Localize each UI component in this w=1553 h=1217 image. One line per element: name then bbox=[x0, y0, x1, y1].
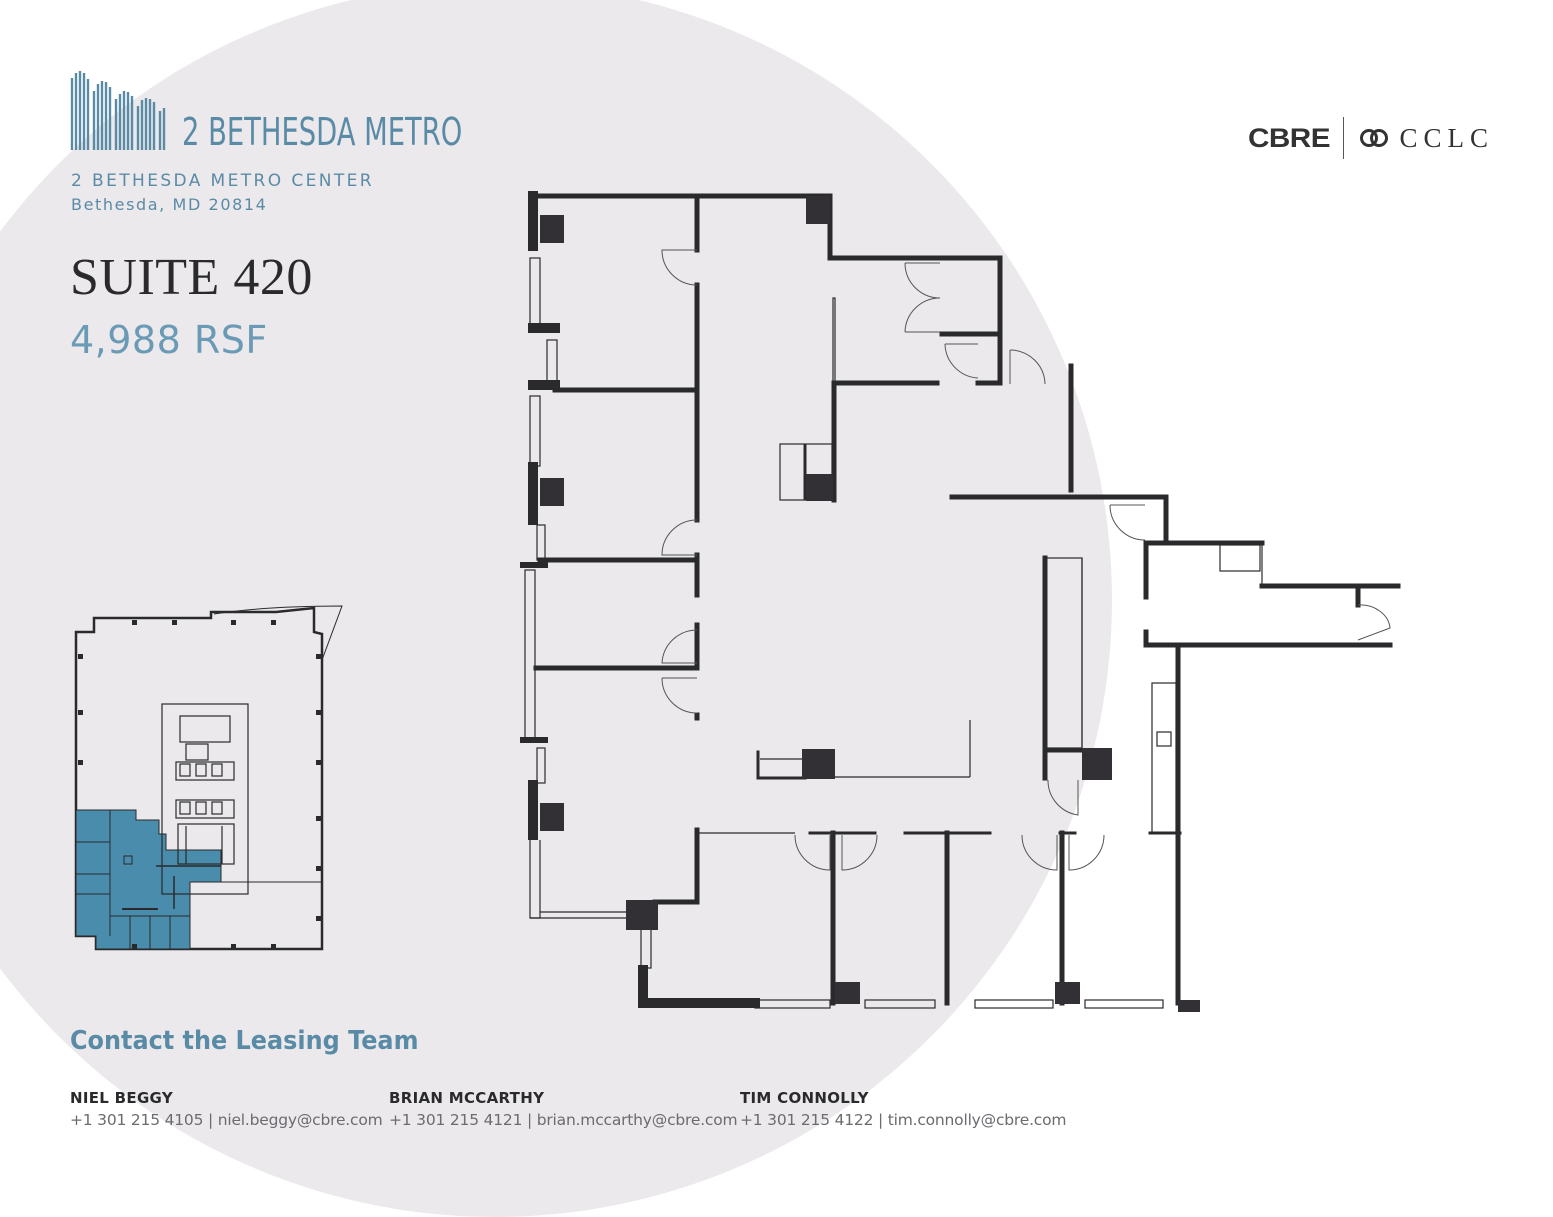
brand-divider bbox=[1342, 117, 1344, 159]
background-circle bbox=[0, 0, 1112, 1217]
contact-card-brian-mccarthy: BRIAN MCCARTHY +1 301 215 4121 | brian.m… bbox=[389, 1089, 738, 1129]
brand-logos: CBRE CCLC bbox=[1248, 117, 1495, 159]
contact-name: TIM CONNOLLY bbox=[740, 1089, 869, 1107]
suite-area: 4,988 RSF bbox=[70, 318, 268, 362]
contact-card-tim-connolly: TIM CONNOLLY +1 301 215 4122 | tim.conno… bbox=[740, 1089, 1067, 1129]
suite-title: SUITE 420 bbox=[70, 249, 313, 306]
cbre-logo: CBRE bbox=[1248, 122, 1331, 153]
building-name: 2 BETHESDA METRO bbox=[182, 110, 463, 154]
building-key-plan bbox=[74, 605, 343, 951]
contact-heading: Contact the Leasing Team bbox=[70, 1026, 419, 1056]
suite-highlight bbox=[75, 809, 222, 950]
building-bars-icon bbox=[70, 71, 166, 150]
contact-details[interactable]: +1 301 215 4122 | tim.connolly@cbre.com bbox=[740, 1111, 1067, 1129]
contact-name: BRIAN MCCARTHY bbox=[389, 1089, 545, 1107]
address-line-2: Bethesda, MD 20814 bbox=[71, 195, 268, 214]
contact-details[interactable]: +1 301 215 4121 | brian.mccarthy@cbre.co… bbox=[389, 1111, 738, 1129]
contact-card-niel-beggy: NIEL BEGGY +1 301 215 4105 | niel.beggy@… bbox=[70, 1089, 383, 1129]
cclc-logo: CCLC bbox=[1399, 122, 1495, 153]
interlocking-rings-icon bbox=[1359, 129, 1388, 147]
contact-details[interactable]: +1 301 215 4105 | niel.beggy@cbre.com bbox=[70, 1111, 383, 1129]
address-line-1: 2 BETHESDA METRO CENTER bbox=[71, 171, 375, 191]
contact-name: NIEL BEGGY bbox=[70, 1089, 173, 1107]
